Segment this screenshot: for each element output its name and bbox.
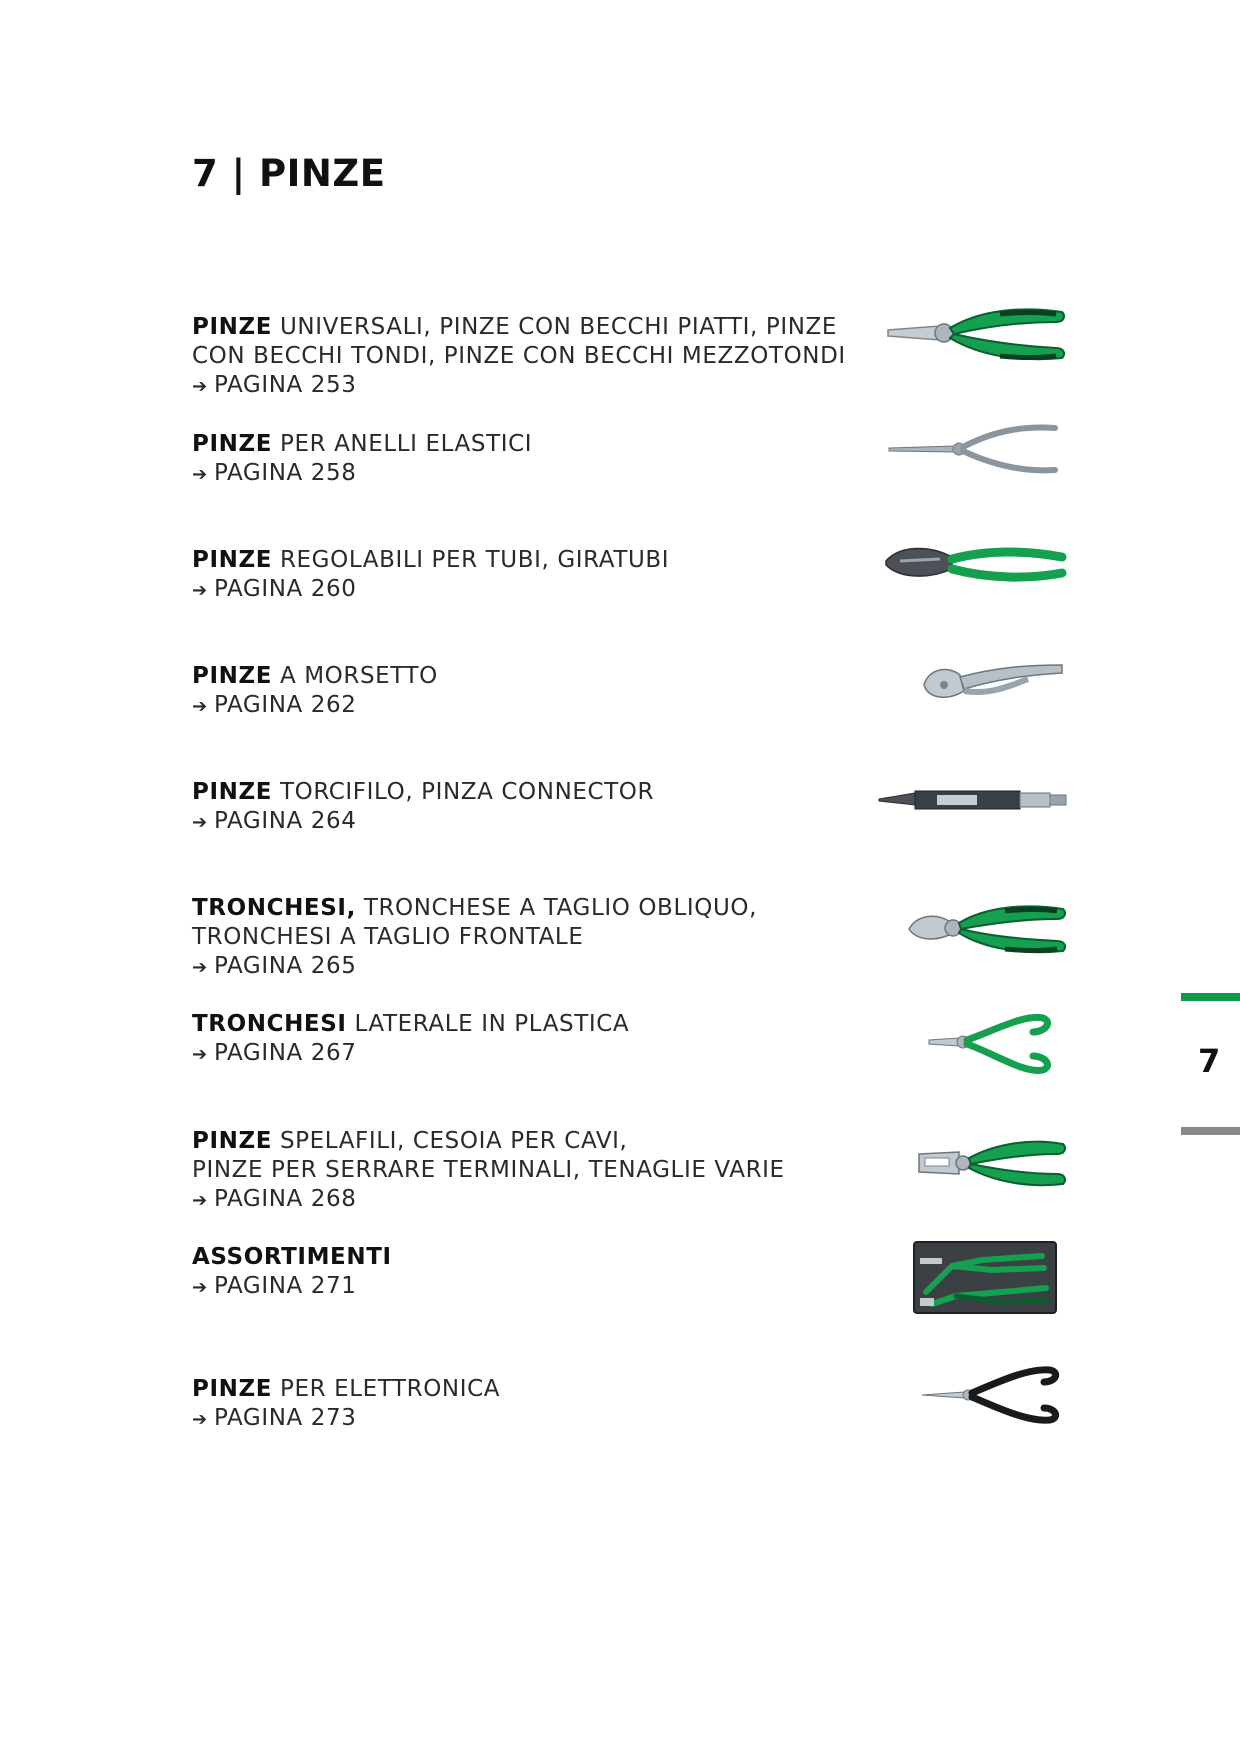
water-pump-pliers-icon <box>885 547 1067 582</box>
entry-category: ASSORTIMENTI <box>192 1244 392 1270</box>
list-item[interactable]: PINZE TORCIFILO, PINZA CONNECTOR ➔PAGINA… <box>192 778 654 837</box>
combination-pliers-icon <box>887 308 1065 361</box>
arrow-right-icon: ➔ <box>192 1190 208 1211</box>
entry-category: PINZE <box>192 431 273 457</box>
circlip-pliers-icon <box>888 424 1058 474</box>
entry-category: PINZE <box>192 663 273 689</box>
chapter-tab-number[interactable]: 7 <box>1198 1042 1221 1080</box>
entry-category: TRONCHESI <box>192 1011 347 1037</box>
entry-category: PINZE <box>192 1128 273 1154</box>
entry-description: REGOLABILI PER TUBI, GIRATUBI <box>272 547 670 573</box>
arrow-right-icon: ➔ <box>192 580 208 601</box>
entry-description: LATERALE IN PLASTICA <box>346 1011 630 1037</box>
diagonal-cutter-icon <box>908 905 1066 954</box>
page-reference[interactable]: ➔PAGINA 271 <box>192 1272 392 1302</box>
page-reference[interactable]: ➔PAGINA 265 <box>192 952 757 982</box>
page-reference[interactable]: ➔PAGINA 273 <box>192 1404 500 1434</box>
page-title: 7 | PINZE <box>192 152 386 195</box>
chapter-tab-accent <box>1181 993 1240 1001</box>
list-item[interactable]: PINZE UNIVERSALI, PINZE CON BECCHI PIATT… <box>192 313 846 401</box>
arrow-right-icon: ➔ <box>192 1044 208 1065</box>
list-item[interactable]: PINZE PER ANELLI ELASTICI ➔PAGINA 258 <box>192 430 532 489</box>
list-item[interactable]: TRONCHESI, TRONCHESE A TAGLIO OBLIQUO, T… <box>192 894 757 982</box>
entry-description: CON BECCHI TONDI, PINZE CON BECCHI MEZZO… <box>192 343 846 369</box>
entry-description: A MORSETTO <box>272 663 438 689</box>
list-item[interactable]: ASSORTIMENTI ➔PAGINA 271 <box>192 1243 392 1302</box>
entry-description: UNIVERSALI, PINZE CON BECCHI PIATTI, PIN… <box>272 314 838 340</box>
page-reference[interactable]: ➔PAGINA 267 <box>192 1039 629 1069</box>
list-item[interactable]: PINZE A MORSETTO ➔PAGINA 262 <box>192 662 438 721</box>
entry-category: PINZE <box>192 314 273 340</box>
page-reference[interactable]: ➔PAGINA 260 <box>192 575 669 605</box>
entry-description: PER ANELLI ELASTICI <box>272 431 533 457</box>
list-item[interactable]: PINZE REGOLABILI PER TUBI, GIRATUBI ➔PAG… <box>192 546 669 605</box>
entry-category: PINZE <box>192 1376 273 1402</box>
list-item[interactable]: PINZE PER ELETTRONICA ➔PAGINA 273 <box>192 1375 500 1434</box>
arrow-right-icon: ➔ <box>192 812 208 833</box>
plastic-cutter-icon <box>928 1013 1051 1075</box>
page-reference[interactable]: ➔PAGINA 253 <box>192 371 846 401</box>
page-reference[interactable]: ➔PAGINA 262 <box>192 691 438 721</box>
entry-description: PINZE PER SERRARE TERMINALI, TENAGLIE VA… <box>192 1157 785 1183</box>
arrow-right-icon: ➔ <box>192 376 208 397</box>
entry-category: PINZE <box>192 779 273 805</box>
entry-category: TRONCHESI, <box>192 895 356 921</box>
chapter-tab-divider <box>1181 1127 1240 1135</box>
arrow-right-icon: ➔ <box>192 1277 208 1298</box>
page-reference[interactable]: ➔PAGINA 258 <box>192 459 532 489</box>
locking-pliers-icon <box>923 664 1063 698</box>
entry-description: TRONCHESI A TAGLIO FRONTALE <box>192 924 584 950</box>
entry-description: TORCIFILO, PINZA CONNECTOR <box>272 779 655 805</box>
arrow-right-icon: ➔ <box>192 464 208 485</box>
pliers-assortment-tray-icon <box>913 1241 1057 1314</box>
entry-description: TRONCHESE A TAGLIO OBLIQUO, <box>355 895 757 921</box>
arrow-right-icon: ➔ <box>192 957 208 978</box>
page-reference[interactable]: ➔PAGINA 268 <box>192 1185 785 1215</box>
electronics-pliers-icon <box>921 1366 1060 1424</box>
arrow-right-icon: ➔ <box>192 1409 208 1430</box>
entry-category: PINZE <box>192 547 273 573</box>
entry-description: PER ELETTRONICA <box>272 1376 501 1402</box>
list-item[interactable]: PINZE SPELAFILI, CESOIA PER CAVI, PINZE … <box>192 1127 785 1215</box>
page-reference[interactable]: ➔PAGINA 264 <box>192 807 654 837</box>
wire-stripper-icon <box>918 1140 1066 1187</box>
arrow-right-icon: ➔ <box>192 696 208 717</box>
wire-twister-pliers-icon <box>878 790 1067 810</box>
entry-description: SPELAFILI, CESOIA PER CAVI, <box>272 1128 628 1154</box>
list-item[interactable]: TRONCHESI LATERALE IN PLASTICA ➔PAGINA 2… <box>192 1010 629 1069</box>
